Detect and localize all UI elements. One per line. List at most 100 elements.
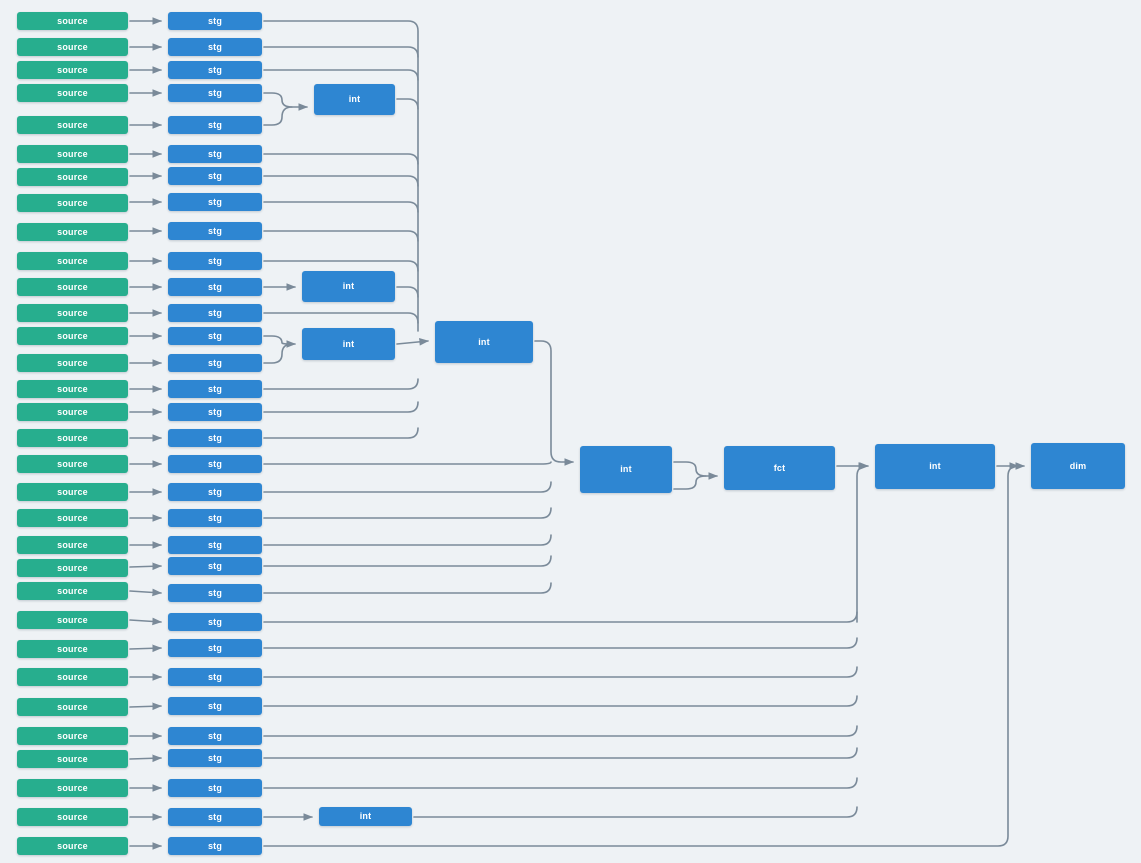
node-stg-stg25[interactable]: stg	[168, 639, 262, 657]
node-label: stg	[207, 700, 223, 711]
node-label: stg	[207, 782, 223, 793]
node-source-src4[interactable]: source	[17, 84, 128, 102]
node-source-src13[interactable]: source	[17, 327, 128, 345]
node-stg-stg29[interactable]: stg	[168, 749, 262, 767]
edge-int3-to-int4	[396, 338, 429, 346]
node-source-src21[interactable]: source	[17, 536, 128, 554]
node-label: source	[57, 281, 88, 292]
edges-group	[129, 17, 1025, 850]
node-dim-dim1[interactable]: dim	[1031, 443, 1125, 489]
node-label: source	[57, 562, 88, 573]
node-stg-stg8[interactable]: stg	[168, 193, 262, 211]
node-source-src2[interactable]: source	[17, 38, 128, 56]
edge-stg21-to-bus2	[263, 534, 552, 546]
node-source-src24[interactable]: source	[17, 611, 128, 629]
node-source-src31[interactable]: source	[17, 808, 128, 826]
node-label: stg	[207, 87, 223, 98]
node-source-src9[interactable]: source	[17, 223, 128, 241]
node-stg-stg20[interactable]: stg	[168, 509, 262, 527]
edge-stg19-to-bus2	[263, 481, 552, 493]
node-label: source	[57, 171, 88, 182]
node-label: source	[57, 811, 88, 822]
node-stg-stg27[interactable]: stg	[168, 697, 262, 715]
node-stg-stg14[interactable]: stg	[168, 354, 262, 372]
node-source-src29[interactable]: source	[17, 750, 128, 768]
node-source-src23[interactable]: source	[17, 582, 128, 600]
node-stg-stg2[interactable]: stg	[168, 38, 262, 56]
node-int-int3[interactable]: int	[302, 328, 395, 360]
node-source-src10[interactable]: source	[17, 252, 128, 270]
node-stg-stg18[interactable]: stg	[168, 455, 262, 473]
node-source-src14[interactable]: source	[17, 354, 128, 372]
node-source-src16[interactable]: source	[17, 403, 128, 421]
node-stg-stg12[interactable]: stg	[168, 304, 262, 322]
node-stg-stg10[interactable]: stg	[168, 252, 262, 270]
node-int-int7[interactable]: int	[319, 807, 412, 826]
node-source-src15[interactable]: source	[17, 380, 128, 398]
node-source-src30[interactable]: source	[17, 779, 128, 797]
node-stg-stg16[interactable]: stg	[168, 403, 262, 421]
node-label: stg	[207, 41, 223, 52]
node-stg-stg3[interactable]: stg	[168, 61, 262, 79]
edge-int2-to-bus1	[396, 286, 419, 298]
edge-stg23-to-bus2	[263, 582, 552, 594]
node-stg-stg23[interactable]: stg	[168, 584, 262, 602]
node-stg-stg6[interactable]: stg	[168, 145, 262, 163]
node-source-src32[interactable]: source	[17, 837, 128, 855]
node-label: int	[342, 338, 355, 349]
node-source-src17[interactable]: source	[17, 429, 128, 447]
node-source-src20[interactable]: source	[17, 509, 128, 527]
node-stg-stg22[interactable]: stg	[168, 557, 262, 575]
node-source-src25[interactable]: source	[17, 640, 128, 658]
node-label: stg	[207, 458, 223, 469]
node-source-src27[interactable]: source	[17, 698, 128, 716]
node-label: fct	[773, 462, 786, 473]
node-label: source	[57, 15, 88, 26]
node-stg-stg11[interactable]: stg	[168, 278, 262, 296]
node-label: stg	[207, 119, 223, 130]
node-int-int1[interactable]: int	[314, 84, 395, 115]
node-fct-fct1[interactable]: fct	[724, 446, 835, 490]
node-source-src11[interactable]: source	[17, 278, 128, 296]
node-int-int4[interactable]: int	[435, 321, 533, 363]
node-label: source	[57, 458, 88, 469]
node-source-src12[interactable]: source	[17, 304, 128, 322]
node-stg-stg7[interactable]: stg	[168, 167, 262, 185]
node-int-int2[interactable]: int	[302, 271, 395, 302]
node-stg-stg32[interactable]: stg	[168, 837, 262, 855]
node-label: stg	[207, 671, 223, 682]
edge-int5-to-fct1b	[673, 475, 707, 490]
node-label: int	[348, 94, 361, 104]
node-stg-stg19[interactable]: stg	[168, 483, 262, 501]
node-stg-stg17[interactable]: stg	[168, 429, 262, 447]
node-stg-stg4[interactable]: stg	[168, 84, 262, 102]
node-label: stg	[207, 148, 223, 159]
node-source-src5[interactable]: source	[17, 116, 128, 134]
node-source-src26[interactable]: source	[17, 668, 128, 686]
node-stg-stg9[interactable]: stg	[168, 222, 262, 240]
node-stg-stg28[interactable]: stg	[168, 727, 262, 745]
node-source-src8[interactable]: source	[17, 194, 128, 212]
node-stg-stg1[interactable]: stg	[168, 12, 262, 30]
node-label: stg	[207, 255, 223, 266]
node-stg-stg30[interactable]: stg	[168, 779, 262, 797]
node-source-src3[interactable]: source	[17, 61, 128, 79]
node-source-src7[interactable]: source	[17, 168, 128, 186]
node-source-src28[interactable]: source	[17, 727, 128, 745]
node-stg-stg31[interactable]: stg	[168, 808, 262, 826]
node-stg-stg26[interactable]: stg	[168, 668, 262, 686]
node-source-src22[interactable]: source	[17, 559, 128, 577]
node-stg-stg13[interactable]: stg	[168, 327, 262, 345]
node-stg-stg24[interactable]: stg	[168, 613, 262, 631]
node-int-int6[interactable]: int	[875, 444, 995, 489]
node-stg-stg5[interactable]: stg	[168, 116, 262, 134]
edge-stg20-to-bus2	[263, 507, 552, 519]
node-source-src1[interactable]: source	[17, 12, 128, 30]
node-source-src18[interactable]: source	[17, 455, 128, 473]
node-label: stg	[207, 196, 223, 207]
node-int-int5[interactable]: int	[580, 446, 672, 493]
node-source-src6[interactable]: source	[17, 145, 128, 163]
node-source-src19[interactable]: source	[17, 483, 128, 501]
node-stg-stg21[interactable]: stg	[168, 536, 262, 554]
node-stg-stg15[interactable]: stg	[168, 380, 262, 398]
